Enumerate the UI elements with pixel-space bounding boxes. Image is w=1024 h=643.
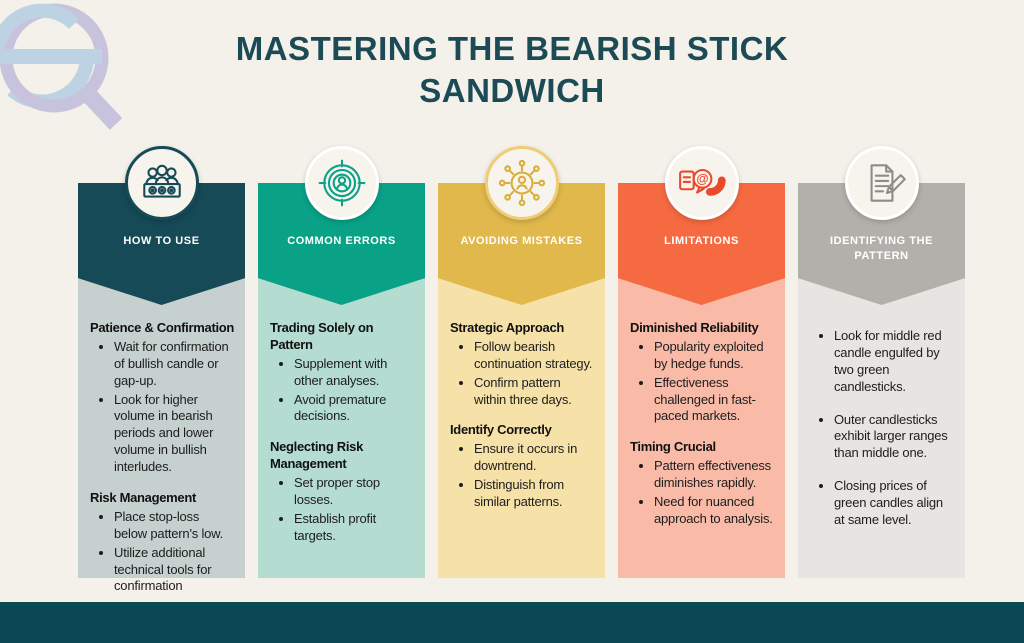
bullet-item: Need for nuanced approach to analysis.	[654, 494, 775, 528]
bullet-item: Place stop-loss below pattern's low.	[114, 509, 235, 543]
bullet-list: Pattern effectiveness diminishes rapidly…	[630, 458, 775, 528]
section-heading: Diminished Reliability	[630, 320, 759, 335]
column-label: HOW TO USE	[123, 235, 200, 247]
page-title: MASTERING THE BEARISH STICK SANDWICH	[0, 28, 1024, 112]
sq-logo-graphic	[0, 3, 123, 130]
bullet-item: Look for higher volume in bearish period…	[114, 392, 235, 476]
bullet-item: Establish profit targets.	[294, 511, 415, 545]
bullet-item: Confirm pattern within three days.	[474, 375, 595, 409]
bullet-item: Look for middle red candle engulfed by t…	[834, 328, 955, 396]
svg-text:@: @	[696, 172, 708, 186]
columns-container: HOW TO USE Patience & ConfirmationWait fo…	[78, 146, 965, 593]
bullet-list: Place stop-loss below pattern's low.Util…	[90, 509, 235, 595]
column-label: IDENTIFYING THE PATTERN	[830, 235, 933, 262]
bullet-list: Supplement with other analyses.Avoid pre…	[270, 356, 415, 426]
footer-bar	[0, 602, 1024, 643]
section-heading: Timing Crucial	[630, 439, 716, 455]
bullet-item: Outer candlesticks exhibit larger ranges…	[834, 412, 955, 463]
bullet-item: Ensure it occurs in downtrend.	[474, 441, 595, 475]
title-line-2: SANDWICH	[419, 72, 605, 110]
bullet-item: Utilize additional technical tools for c…	[114, 545, 235, 596]
column-limitations: @ LIMITATIONS Diminished ReliabilityPopul…	[618, 146, 785, 578]
section-heading: Risk Management	[90, 490, 197, 506]
column-label: LIMITATIONS	[664, 235, 739, 247]
bullet-list: Follow bearish continuation strategy.Con…	[450, 339, 595, 409]
column-body-how-to-use: Patience & ConfirmationWait for confirma…	[78, 278, 245, 593]
document-edit-icon	[844, 146, 919, 220]
section-heading: Trading Solely on Pattern	[270, 320, 374, 352]
column-identifying-the-pattern: IDENTIFYING THE PATTERN Look for middle r…	[798, 146, 965, 578]
bullet-list: Set proper stop losses.Establish profit …	[270, 475, 415, 545]
section-heading: Strategic Approach	[450, 320, 565, 335]
bullet-item: Pattern effectiveness diminishes rapidly…	[654, 458, 775, 492]
target-user-icon	[304, 146, 379, 220]
bullet-item: Wait for confirmation of bullish candle …	[114, 339, 235, 390]
sq-brand-logo	[0, 0, 134, 140]
bullet-item: Supplement with other analyses.	[294, 356, 415, 390]
contact-phone-icon: @	[664, 146, 739, 220]
bullet-item: Distinguish from similar patterns.	[474, 477, 595, 511]
network-user-icon	[484, 146, 559, 220]
bullet-list: Look for middle red candle engulfed by t…	[810, 328, 955, 529]
column-avoiding-mistakes: AVOIDING MISTAKES Strategic ApproachFollo…	[438, 146, 605, 578]
column-how-to-use: HOW TO USE Patience & ConfirmationWait fo…	[78, 146, 245, 593]
column-body-limitations: Diminished ReliabilityPopularity exploit…	[618, 278, 785, 578]
logo-letter-s	[0, 3, 102, 64]
bullet-item: Follow bearish continuation strategy.	[474, 339, 595, 373]
column-body-avoiding-mistakes: Strategic ApproachFollow bearish continu…	[438, 278, 605, 578]
column-label: AVOIDING MISTAKES	[460, 235, 583, 247]
section-heading: Patience & Confirmation	[90, 320, 235, 335]
column-body-common-errors: Trading Solely on PatternSupplement with…	[258, 278, 425, 578]
section-heading: Neglecting Risk Management	[270, 439, 364, 472]
bullet-item: Effectiveness challenged in fast-paced m…	[654, 375, 775, 426]
bullet-item: Avoid premature decisions.	[294, 392, 415, 426]
column-label: COMMON ERRORS	[287, 235, 396, 247]
bullet-item: Set proper stop losses.	[294, 475, 415, 509]
column-common-errors: COMMON ERRORS Trading Solely on PatternSu…	[258, 146, 425, 578]
bullet-list: Popularity exploited by hedge funds.Effe…	[630, 339, 775, 425]
team-meeting-icon	[124, 146, 199, 220]
section-heading: Identify Correctly	[450, 422, 552, 438]
bullet-item: Closing prices of green candles align at…	[834, 478, 955, 529]
bullet-list: Wait for confirmation of bullish candle …	[90, 339, 235, 476]
column-body-identifying-the-pattern: Look for middle red candle engulfed by t…	[798, 278, 965, 578]
bullet-item: Popularity exploited by hedge funds.	[654, 339, 775, 373]
title-line-1: MASTERING THE BEARISH STICK	[235, 30, 789, 67]
bullet-list: Ensure it occurs in downtrend.Distinguis…	[450, 441, 595, 511]
